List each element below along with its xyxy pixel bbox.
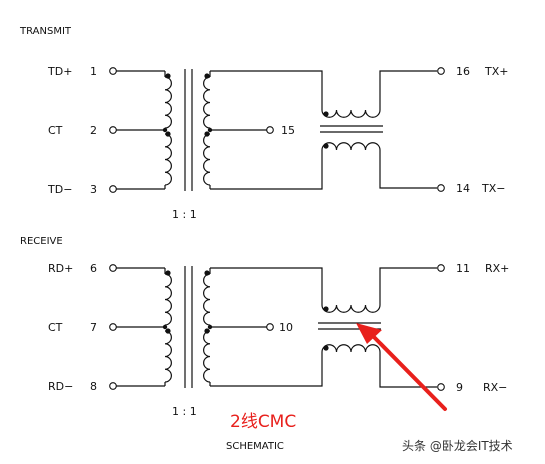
tx-secondary-winding-lower bbox=[203, 133, 211, 186]
tx-secondary-ct-junction bbox=[207, 127, 213, 133]
tx-right-pin-top bbox=[437, 67, 445, 75]
tx-secondary-dot-mid bbox=[204, 131, 210, 137]
tx-primary-dot-top bbox=[165, 73, 171, 79]
annotation-arrow bbox=[356, 323, 447, 411]
rx-top-route bbox=[210, 267, 323, 305]
receive-circuit bbox=[109, 264, 445, 391]
pin-label-ct-rx: CT bbox=[48, 321, 63, 334]
receive-title: RECEIVE bbox=[20, 236, 63, 247]
pin-label-td-minus: TD− bbox=[47, 183, 72, 196]
transmit-circuit bbox=[109, 67, 445, 193]
rx-cmc-dot-bottom bbox=[323, 345, 329, 351]
ratio-label-tx: 1 : 1 bbox=[172, 208, 197, 221]
watermark: 头条 @卧龙会IT技术 bbox=[402, 439, 513, 453]
tx-left-pin-1 bbox=[109, 67, 117, 75]
tx-cmc-winding-bottom bbox=[321, 142, 381, 151]
rx-cmc-winding-bottom bbox=[321, 344, 381, 353]
pin-number-8: 8 bbox=[90, 380, 97, 393]
tx-cmc-winding-top bbox=[321, 109, 381, 118]
rx-secondary-dot-top bbox=[204, 270, 210, 276]
pin-number-15: 15 bbox=[281, 124, 295, 137]
rx-left-pin-3 bbox=[109, 382, 117, 390]
rx-secondary-ct-junction bbox=[207, 324, 213, 330]
pin-label-tx-plus: TX+ bbox=[484, 65, 508, 78]
rx-primary-ct-junction bbox=[162, 324, 168, 330]
pin-number-10: 10 bbox=[279, 321, 293, 334]
rx-bottom-route bbox=[210, 352, 323, 387]
rx-right-pin-top bbox=[437, 264, 445, 272]
tx-right-pin-bottom bbox=[437, 184, 445, 192]
rx-left-pin-1 bbox=[109, 264, 117, 272]
cmc-annotation: 2线CMC bbox=[230, 412, 296, 432]
pin-label-rd-minus: RD− bbox=[48, 380, 73, 393]
pin-label-rx-plus: RX+ bbox=[485, 262, 509, 275]
pin-number-9: 9 bbox=[456, 381, 463, 394]
pin-number-3: 3 bbox=[90, 183, 97, 196]
rx-ct-pin bbox=[266, 323, 274, 331]
tx-cmc-dot-top bbox=[323, 111, 329, 117]
pin-number-11: 11 bbox=[456, 262, 470, 275]
tx-secondary-winding-upper bbox=[203, 76, 211, 129]
rx-secondary-winding-upper bbox=[203, 273, 211, 326]
pin-label-rx-minus: RX− bbox=[483, 381, 507, 394]
rx-bottom-out bbox=[379, 352, 437, 388]
tx-secondary-dot-top bbox=[204, 73, 210, 79]
tx-primary-winding-lower bbox=[164, 133, 172, 186]
pin-number-2: 2 bbox=[90, 124, 97, 137]
pin-label-ct-tx: CT bbox=[48, 124, 63, 137]
tx-primary-ct-junction bbox=[162, 127, 168, 133]
tx-top-out bbox=[379, 70, 437, 110]
rx-primary-winding-lower bbox=[164, 330, 172, 383]
tx-bottom-out bbox=[379, 150, 437, 189]
rx-cmc-dot-top bbox=[323, 306, 329, 312]
rx-right-pin-bottom bbox=[437, 383, 445, 391]
pin-number-14: 14 bbox=[456, 182, 470, 195]
rx-primary-dot-top bbox=[165, 270, 171, 276]
rx-primary-dot-mid bbox=[165, 328, 171, 334]
pin-number-1: 1 bbox=[90, 65, 97, 78]
pin-number-16: 16 bbox=[456, 65, 470, 78]
rx-primary-winding-upper bbox=[164, 273, 172, 326]
rx-secondary-winding-lower bbox=[203, 330, 211, 383]
rx-secondary-dot-mid bbox=[204, 328, 210, 334]
pin-label-td-plus: TD+ bbox=[47, 65, 72, 78]
pin-label-tx-minus: TX− bbox=[481, 182, 505, 195]
rx-top-out bbox=[379, 267, 437, 305]
tx-ct-pin bbox=[266, 126, 274, 134]
tx-bottom-route bbox=[210, 150, 323, 190]
pin-number-6: 6 bbox=[90, 262, 97, 275]
schematic-caption: SCHEMATIC bbox=[226, 441, 284, 452]
rx-left-pin-2 bbox=[109, 323, 117, 331]
tx-left-pin-3 bbox=[109, 185, 117, 193]
rx-cmc-winding-top bbox=[321, 304, 381, 313]
tx-primary-winding-upper bbox=[164, 76, 172, 129]
tx-cmc-dot-bottom bbox=[323, 143, 329, 149]
pin-label-rd-plus: RD+ bbox=[48, 262, 73, 275]
ratio-label-rx: 1 : 1 bbox=[172, 405, 197, 418]
tx-top-route bbox=[210, 70, 323, 110]
tx-primary-dot-mid bbox=[165, 131, 171, 137]
pin-number-7: 7 bbox=[90, 321, 97, 334]
tx-left-pin-2 bbox=[109, 126, 117, 134]
transmit-title: TRANSMIT bbox=[19, 26, 72, 37]
